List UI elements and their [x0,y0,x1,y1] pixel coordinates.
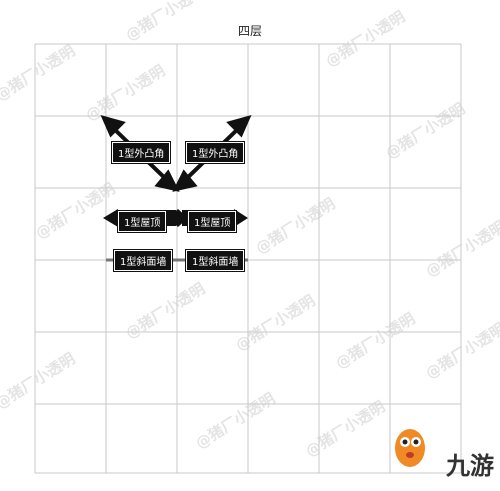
site-logo: 九游 [408,446,494,481]
corner-right-head-top [226,114,252,138]
label-wall-left: 1型斜面墙 [112,249,174,272]
label-corner-left: 1型外凸角 [110,141,172,164]
page-title: 四层 [237,24,262,38]
roof-right-tip [234,209,248,227]
label-roof-right: 1型屋顶 [186,210,238,233]
mascot-mouth [406,452,414,458]
logo-text: 九游 [446,452,494,480]
corner-right-head-bottom [172,169,198,192]
logo-mascot [395,429,425,467]
corner-left-head-bottom [154,169,180,192]
label-corner-right: 1型外凸角 [184,141,246,164]
label-wall-right: 1型斜面墙 [184,249,246,272]
corner-left-head-top [100,114,126,138]
label-roof-left: 1型屋顶 [116,210,168,233]
roof-left-tip [103,209,118,227]
